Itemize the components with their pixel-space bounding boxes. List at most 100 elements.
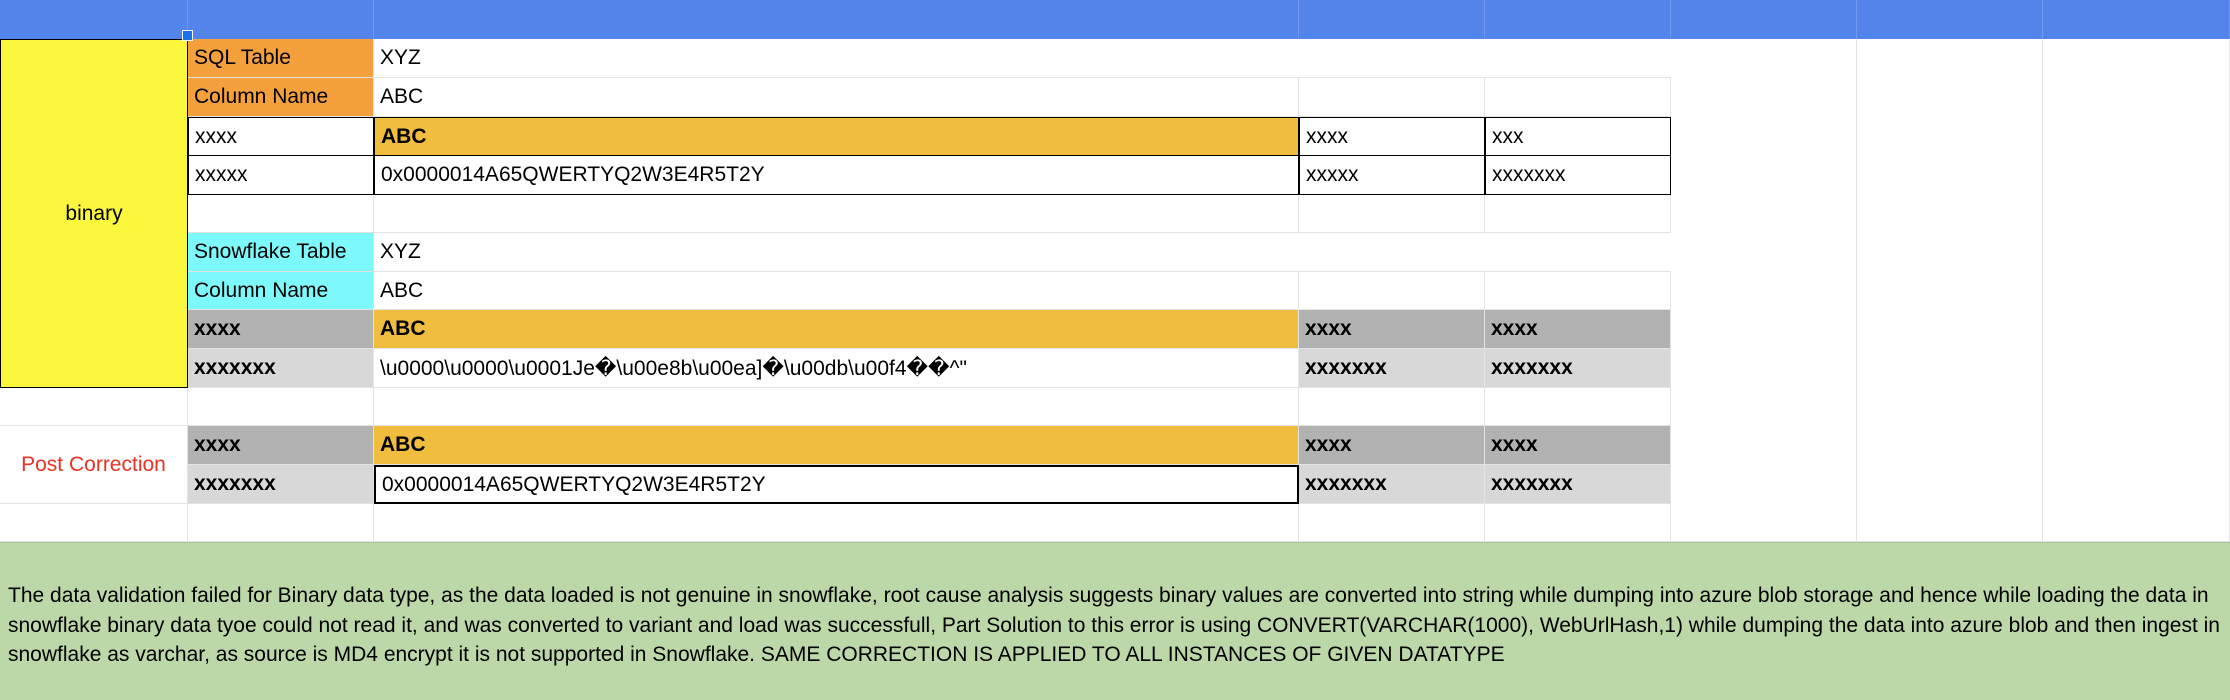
sql-header-cell[interactable]: xxxx <box>188 117 374 156</box>
sql-column-label-cell[interactable]: Column Name <box>188 78 374 117</box>
cell-text: xxxx <box>194 317 241 340</box>
sql-data-cell[interactable]: xxxxx <box>1299 155 1485 195</box>
sql-table-value: XYZ <box>380 46 421 69</box>
post-data-cell[interactable]: 0x0000014A65QWERTYQ2W3E4R5T2Y <box>374 465 1299 504</box>
snowflake-data-cell[interactable]: xxxxxxx <box>1485 349 1671 388</box>
sql-column-value: ABC <box>380 85 424 108</box>
sql-data-cell[interactable]: xxxxxxx <box>1485 155 1671 195</box>
empty-cell[interactable] <box>1485 78 1671 117</box>
column-header-h[interactable] <box>2043 0 2230 39</box>
sql-column-value-cell[interactable]: ABC <box>374 78 1299 117</box>
post-data-cell[interactable]: xxxxxxx <box>188 465 374 504</box>
empty-cell[interactable] <box>188 504 374 542</box>
empty-cell[interactable] <box>188 388 374 426</box>
sql-header-cell[interactable]: xxxx <box>1299 117 1485 156</box>
empty-cell[interactable] <box>1299 195 1485 233</box>
root-cause-note: The data validation failed for Binary da… <box>8 584 2220 666</box>
cell-text: xxxxxxx <box>1491 472 1573 495</box>
post-data-cell[interactable]: xxxxxxx <box>1485 465 1671 504</box>
empty-cell[interactable] <box>0 388 188 426</box>
selection-handle[interactable] <box>182 30 193 41</box>
cell-text: 0x0000014A65QWERTYQ2W3E4R5T2Y <box>382 472 766 496</box>
sql-table-label-cell[interactable]: SQL Table <box>188 39 374 78</box>
empty-cell[interactable] <box>188 195 374 233</box>
cell-text: ABC <box>380 317 426 340</box>
column-header-f[interactable] <box>1671 0 1857 39</box>
sql-table-value-cell[interactable]: XYZ <box>374 39 1671 78</box>
sql-data-cell[interactable]: xxxxx <box>188 155 374 195</box>
snowflake-header-cell[interactable]: xxxx <box>188 310 374 349</box>
cell-text: xxxxxxx <box>1492 163 1566 186</box>
snowflake-header-cell[interactable]: ABC <box>374 310 1299 349</box>
snowflake-column-value: ABC <box>380 278 424 302</box>
snowflake-header-cell[interactable]: xxxx <box>1299 310 1485 349</box>
sql-table-label: SQL Table <box>194 46 291 69</box>
cell-text: ABC <box>381 124 427 148</box>
cell-text: xxxx <box>1305 433 1352 456</box>
post-header-cell[interactable]: xxxx <box>1299 426 1485 465</box>
post-data-cell[interactable]: xxxxxxx <box>1299 465 1485 504</box>
empty-cell[interactable] <box>374 388 1299 426</box>
column-header-d[interactable] <box>1299 0 1485 39</box>
cell-text: xxxx <box>1491 317 1538 340</box>
snowflake-table-label: Snowflake Table <box>194 240 347 263</box>
column-header-a[interactable] <box>0 0 188 39</box>
cell-text: xxxx <box>1305 317 1352 340</box>
empty-cell[interactable] <box>1671 39 1857 542</box>
empty-cell[interactable] <box>1485 504 1671 542</box>
post-header-cell[interactable]: ABC <box>374 426 1299 465</box>
empty-cell[interactable] <box>1299 272 1485 310</box>
empty-cell[interactable] <box>1857 39 2043 542</box>
snowflake-data-cell[interactable]: xxxxxxx <box>188 349 374 388</box>
cell-text: xxxxxxx <box>194 356 276 379</box>
cell-text: ABC <box>380 433 426 456</box>
snowflake-table-value: XYZ <box>380 240 421 263</box>
sql-column-label: Column Name <box>194 85 329 108</box>
cell-text: xxxx <box>1306 124 1348 148</box>
cell-text: xxxxx <box>1306 163 1359 186</box>
empty-cell[interactable] <box>0 504 188 542</box>
sql-header-cell[interactable]: ABC <box>374 117 1299 156</box>
post-header-cell[interactable]: xxxx <box>1485 426 1671 465</box>
cell-text: 0x0000014A65QWERTYQ2W3E4R5T2Y <box>381 163 765 186</box>
snowflake-data-cell[interactable]: xxxxxxx <box>1299 349 1485 388</box>
cell-text: xxxxxxx <box>1305 472 1387 495</box>
cell-text: xxxxxxx <box>194 472 276 495</box>
binary-label: binary <box>65 201 123 225</box>
column-header-g[interactable] <box>1857 0 2043 39</box>
cell-text: xxxxx <box>195 163 248 186</box>
empty-cell[interactable] <box>2043 39 2230 542</box>
root-cause-note-cell[interactable]: The data validation failed for Binary da… <box>0 542 2230 700</box>
sql-data-cell[interactable]: 0x0000014A65QWERTYQ2W3E4R5T2Y <box>374 155 1299 195</box>
post-correction-label-cell[interactable]: Post Correction <box>0 426 188 504</box>
snowflake-column-label-cell[interactable]: Column Name <box>188 272 374 310</box>
empty-cell[interactable] <box>1485 272 1671 310</box>
cell-text: xxxxxxx <box>1305 356 1387 379</box>
sql-header-cell[interactable]: xxx <box>1485 117 1671 156</box>
cell-text: xxxxxxx <box>1491 356 1573 379</box>
post-header-cell[interactable]: xxxx <box>188 426 374 465</box>
cell-text: xxxx <box>194 433 241 456</box>
empty-cell[interactable] <box>1485 388 1671 426</box>
column-header-e[interactable] <box>1485 0 1671 39</box>
column-header-b[interactable] <box>188 0 374 39</box>
snowflake-column-value-cell[interactable]: ABC <box>374 272 1299 310</box>
post-correction-label: Post Correction <box>21 452 166 476</box>
snowflake-data-cell[interactable]: \u0000\u0000\u0001Je�\u00e8b\u00ea]�\u00… <box>374 349 1299 388</box>
binary-label-cell[interactable]: binary <box>0 39 188 388</box>
empty-cell[interactable] <box>1299 388 1485 426</box>
column-header-c[interactable] <box>374 0 1299 39</box>
snowflake-header-cell[interactable]: xxxx <box>1485 310 1671 349</box>
snowflake-table-value-cell[interactable]: XYZ <box>374 233 1671 272</box>
snowflake-column-label: Column Name <box>194 278 329 302</box>
empty-cell[interactable] <box>374 195 1299 233</box>
empty-cell[interactable] <box>1485 195 1671 233</box>
cell-text: xxxx <box>195 124 237 148</box>
snowflake-table-label-cell[interactable]: Snowflake Table <box>188 233 374 272</box>
empty-cell[interactable] <box>1299 78 1485 117</box>
empty-cell[interactable] <box>1299 504 1485 542</box>
cell-text: xxx <box>1492 124 1524 148</box>
cell-text: \u0000\u0000\u0001Je�\u00e8b\u00ea]�\u00… <box>380 356 967 380</box>
empty-cell[interactable] <box>374 504 1299 542</box>
